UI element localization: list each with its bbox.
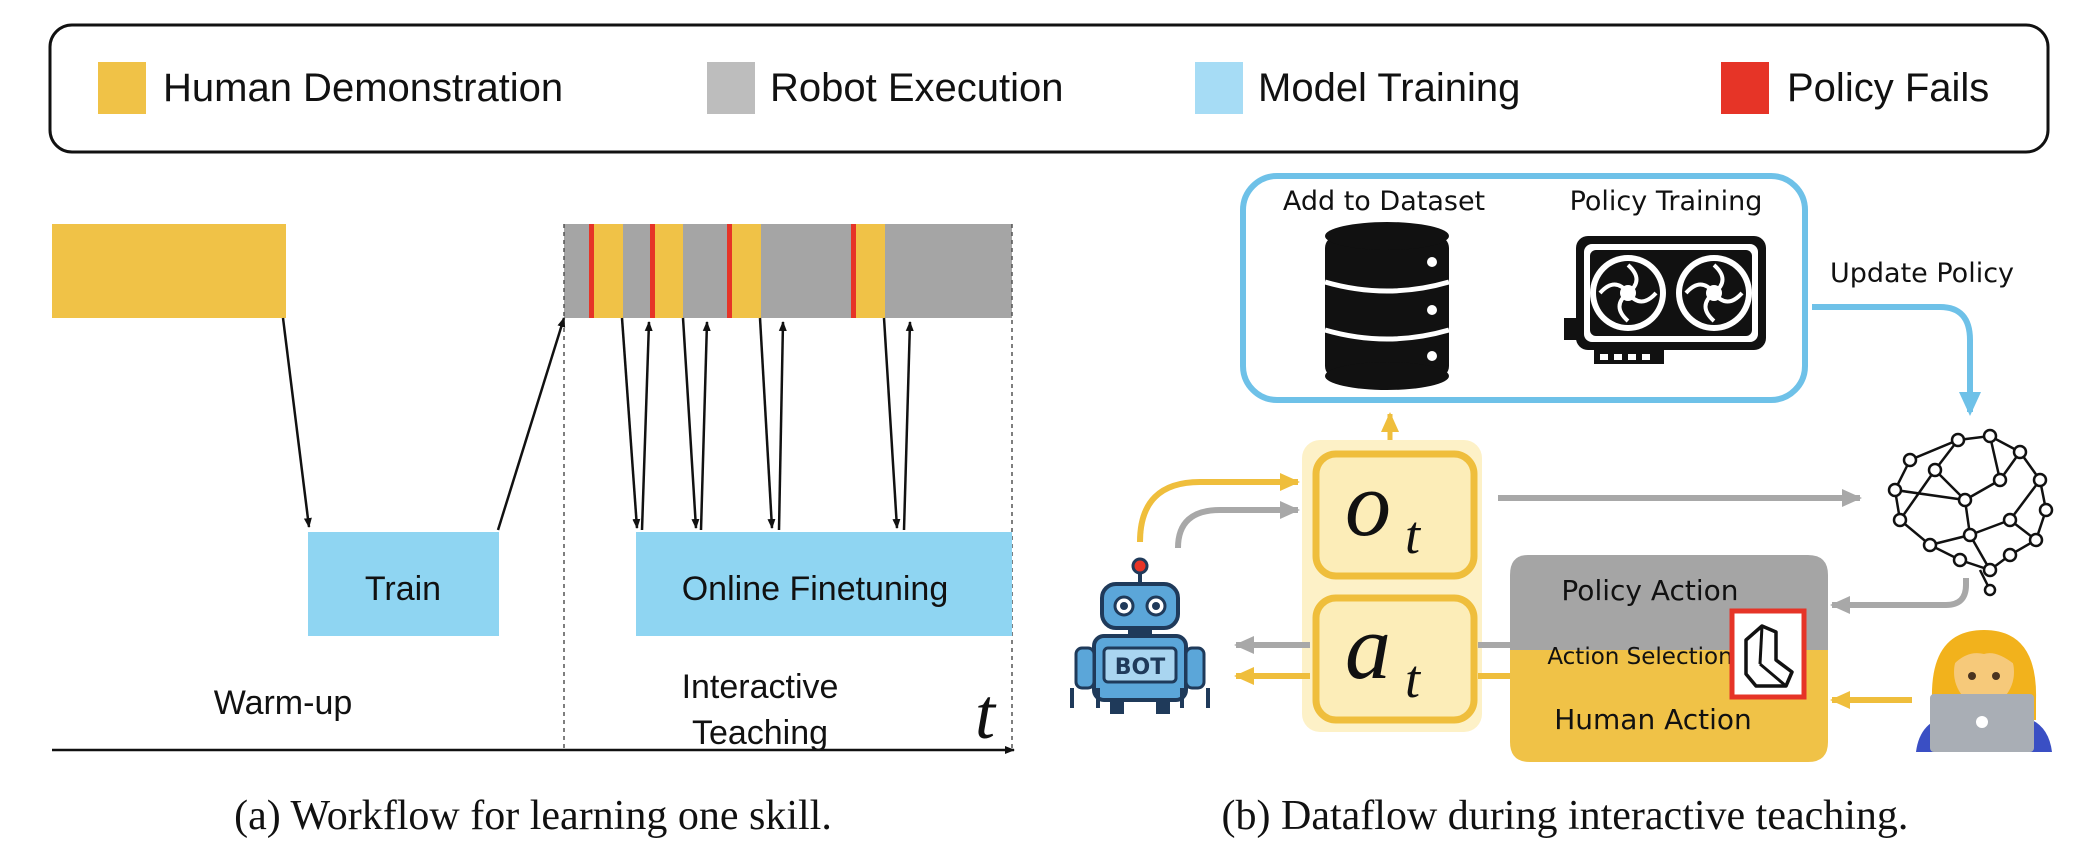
panel-a-workflow: Train Online Finetuning t Warm-up Intera…	[52, 224, 1015, 839]
warmup-demo-block	[52, 224, 286, 318]
arrow-train-to-robot	[496, 317, 566, 531]
finetune-box	[636, 532, 1012, 636]
timeline-human-segment	[591, 224, 623, 318]
robot-to-obs-yellow-arrow	[1137, 473, 1300, 543]
legend: Human Demonstration Robot Execution Mode…	[48, 23, 2050, 154]
caption-a: (a) Workflow for learning one skill.	[234, 793, 832, 839]
arrow-up	[640, 321, 653, 531]
legend-label-fails: Policy Fails	[1787, 66, 1989, 110]
observation-symbol: o	[1345, 453, 1391, 555]
action-selection-label: Action Selection	[1547, 644, 1732, 670]
workflow-arrows	[281, 317, 914, 531]
train-box	[308, 532, 499, 636]
action-subscript: t	[1405, 649, 1422, 709]
interactive-label-line2: Teaching	[692, 714, 828, 752]
database-icon	[1324, 222, 1450, 390]
arrow-down	[882, 317, 901, 529]
legend-frame	[48, 23, 2050, 154]
legend-swatch-training	[1195, 62, 1243, 114]
panel-b-dataflow: Add to Dataset Policy Training	[1070, 173, 2054, 839]
legend-swatch-fails	[1721, 62, 1769, 114]
neural-network-icon	[1887, 428, 2054, 597]
legend-label-robot: Robot Execution	[770, 66, 1064, 110]
train-label: Train	[365, 570, 441, 608]
arrow-up	[777, 321, 787, 531]
legend-swatch-human	[98, 62, 146, 114]
warmup-label: Warm-up	[214, 684, 353, 722]
timeline-human-segment	[730, 224, 761, 318]
add-dataset-label: Add to Dataset	[1283, 186, 1485, 217]
policy-to-selection-arrow	[1830, 578, 1969, 614]
observation-subscript: t	[1405, 505, 1422, 565]
robot-badge-text: BOT	[1115, 655, 1165, 680]
human-operator-icon	[1916, 630, 2052, 752]
time-axis-symbol: t	[975, 674, 997, 754]
timeline-fail-marker	[851, 224, 856, 318]
arrow-up	[902, 321, 914, 531]
finetune-label: Online Finetuning	[682, 570, 949, 608]
caption-b: (b) Dataflow during interactive teaching…	[1222, 793, 1909, 839]
arrow-up	[699, 321, 711, 531]
timeline-human-segment	[854, 224, 885, 318]
arrow-down	[620, 317, 641, 529]
legend-item-robot-execution: Robot Execution	[707, 62, 1064, 114]
legend-label-training: Model Training	[1258, 66, 1520, 110]
legend-label-human: Human Demonstration	[163, 66, 563, 110]
interactive-timeline-bar	[564, 224, 1012, 318]
legend-item-human-demonstration: Human Demonstration	[98, 62, 563, 114]
update-policy-label: Update Policy	[1830, 258, 2014, 289]
policy-training-label: Policy Training	[1570, 186, 1763, 217]
observation-box	[1312, 450, 1478, 580]
action-box	[1312, 594, 1478, 724]
gpu-icon	[1564, 236, 1766, 364]
legend-item-model-training: Model Training	[1195, 62, 1520, 114]
timeline-human-segment	[653, 224, 683, 318]
arrow-down	[681, 317, 700, 529]
robot-to-obs-gray-arrow	[1175, 501, 1300, 549]
policy-action-label: Policy Action	[1561, 574, 1738, 607]
timeline-fail-marker	[650, 224, 655, 318]
timeline-robot-base	[564, 224, 1012, 318]
robot-icon: BOT	[1070, 557, 1210, 714]
human-action-label: Human Action	[1554, 703, 1752, 736]
update-policy-arrow	[1812, 304, 1981, 416]
arrow-down	[758, 317, 776, 529]
timeline-fail-marker	[589, 224, 594, 318]
interactive-label-line1: Interactive	[682, 668, 839, 706]
legend-swatch-robot	[707, 62, 755, 114]
action-selection-block: Policy Action Action Selection Human Act…	[1510, 555, 1828, 762]
timeline-fail-marker	[727, 224, 732, 318]
legend-item-policy-fails: Policy Fails	[1721, 62, 1989, 114]
arrow-demo-to-train	[281, 317, 312, 528]
action-symbol: a	[1345, 596, 1391, 698]
